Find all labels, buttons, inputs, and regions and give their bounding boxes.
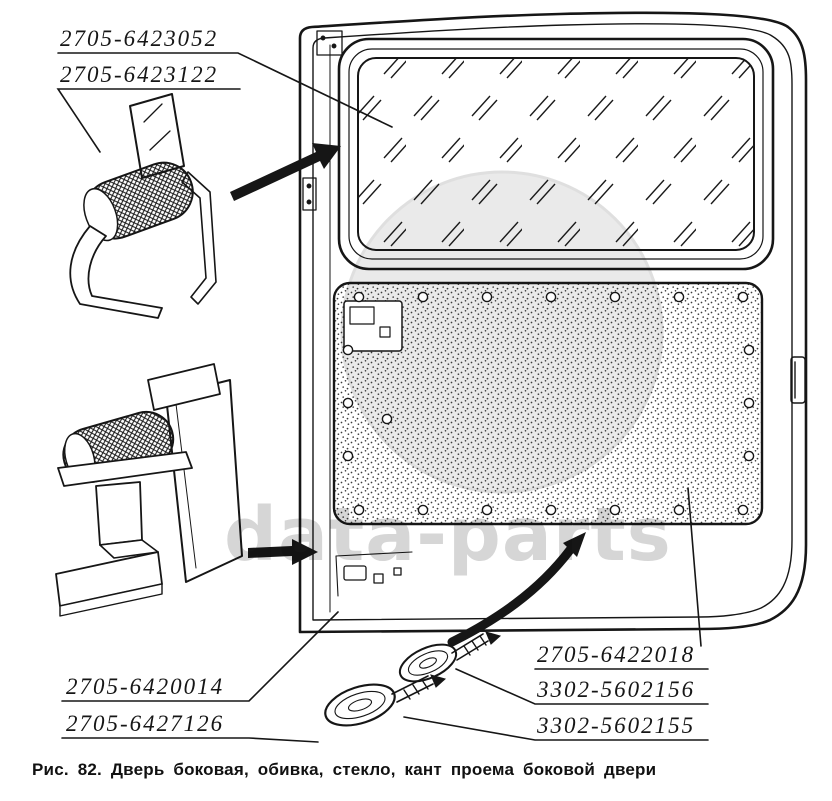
figure-caption: Рис. 82. Дверь боковая, обивка, стекло, … (32, 760, 657, 779)
door-lock-mechanism-holes (335, 551, 413, 597)
handle-cutout (343, 300, 403, 352)
leader-door-lower-part (61, 611, 339, 702)
window-glass (357, 57, 755, 251)
leader-clip-small (455, 668, 709, 705)
part-number-door-lower-part: 2705-6420014 (66, 674, 225, 699)
door-window (337, 37, 775, 271)
trim-panel-surface (332, 281, 764, 526)
leader-glass (57, 52, 393, 128)
leader-trim-panel (687, 487, 702, 647)
arrow-seal-to-door (230, 143, 341, 201)
hinge-bracket-top (316, 30, 343, 56)
hinge-bracket-left (302, 177, 317, 211)
window-seal-detail (69, 93, 217, 319)
watermark-text: data-parts (224, 492, 672, 578)
edge-trim-detail (55, 363, 243, 617)
door-outer-contour (298, 11, 808, 634)
clip-large-drawing (324, 674, 447, 727)
leader-clip-large (403, 716, 709, 741)
leader-opening-edge-trim (61, 737, 319, 743)
clip-small-drawing (398, 631, 502, 683)
leader-glass-run-seal (56, 88, 241, 153)
trim-upper-plate (147, 363, 221, 411)
trim-shelf (57, 451, 193, 487)
leader-lines (56, 52, 709, 743)
part-number-glass-run-seal: 2705-6423122 (60, 62, 219, 87)
part-number-glass: 2705-6423052 (60, 26, 219, 51)
door-handle-recess (790, 356, 806, 404)
door-inner-contour (312, 23, 793, 621)
window-frame-mid (348, 48, 764, 260)
trim-bracket-lip (59, 583, 163, 617)
trim-bracket-vertical (95, 481, 143, 546)
trim-panel-rivets (342, 291, 755, 516)
seal-glass-piece (129, 93, 185, 179)
arrow-trim-to-door (248, 539, 318, 565)
side-door (298, 11, 808, 634)
part-number-trim-panel: 2705-6422018 (537, 642, 696, 667)
part-number-clip-large: 3302-5602155 (537, 713, 696, 738)
door-trim-panel (332, 281, 764, 526)
part-number-clip-small: 3302-5602156 (537, 677, 696, 702)
arrow-clips-to-panel (447, 532, 586, 647)
window-frame-outer (337, 37, 775, 271)
part-number-opening-edge-trim: 2705-6427126 (66, 711, 225, 736)
seal-lip-flap (69, 225, 163, 319)
pointer-arrows (230, 143, 586, 647)
